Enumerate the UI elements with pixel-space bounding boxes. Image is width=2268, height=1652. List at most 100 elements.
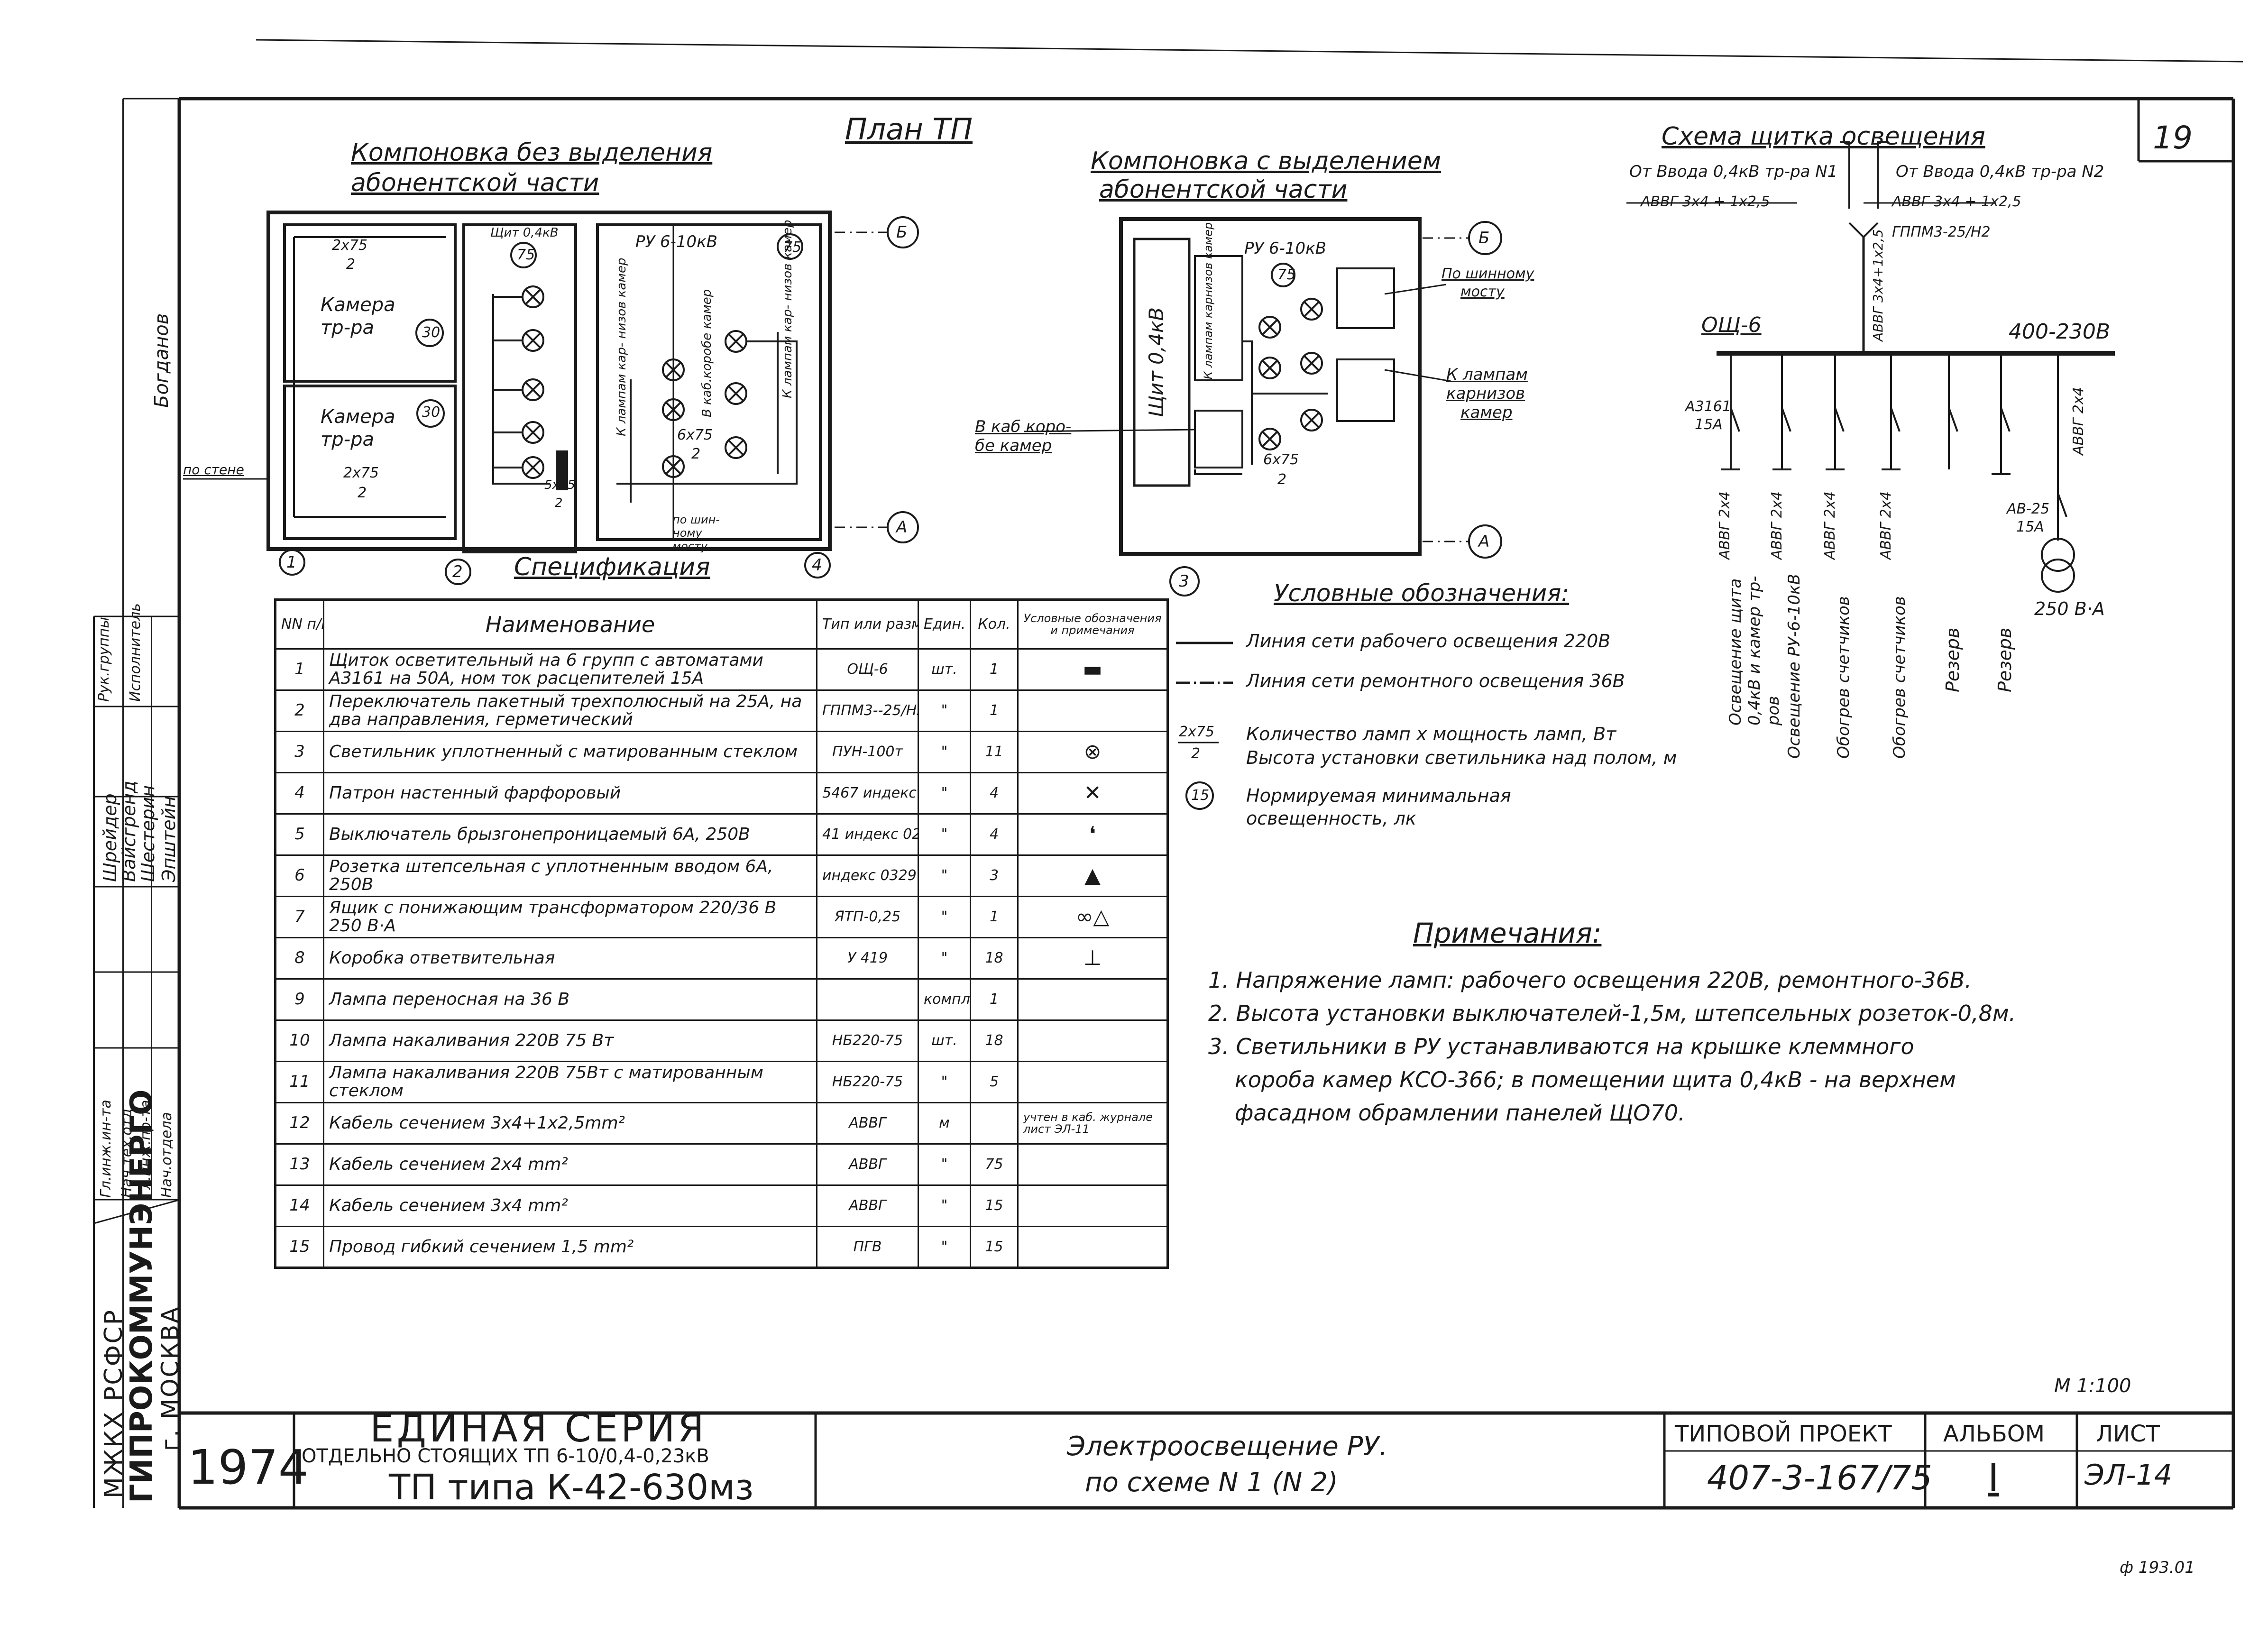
layout1-axis-a: А	[896, 518, 908, 537]
org-ministry: МЖКХ РСФСР	[100, 1308, 128, 1498]
layout2-lamps-3: камер	[1460, 403, 1513, 422]
album-label: АЛЬБОМ	[1943, 1421, 2045, 1447]
spec-cell-qty: 15	[970, 1184, 1019, 1227]
layout1-cell1-line2: тр-ра	[321, 317, 375, 339]
spec-cell-unit: м	[918, 1102, 971, 1145]
spec-cell-qty: 1	[970, 896, 1019, 938]
axis-4: 4	[812, 556, 822, 575]
spec-cell-number: 3	[275, 731, 324, 773]
spec-cell-name: Щиток осветительный на 6 групп с автомат…	[323, 648, 817, 691]
layout2-title: Компоновка с выделением	[1091, 147, 1442, 175]
layout2-axis-a: А	[1478, 532, 1490, 551]
spec-cell-type: АВВГ	[816, 1143, 919, 1186]
spec-cell-symbol: ✕	[1017, 772, 1168, 815]
spec-cell-symbol	[1017, 1184, 1168, 1227]
scheme-feed2: От Ввода 0,4кВ тр-ра N2	[1896, 162, 2104, 181]
spec-cell-type: НБ220-75	[816, 1019, 919, 1062]
scheme-breaker-rating: 15А	[1695, 416, 1723, 433]
spec-cell-qty: 4	[970, 813, 1019, 856]
layout1-cell2-line1: Камера	[321, 406, 395, 428]
layout1-text-lamps-cornices2: К лампам кар- низов камер	[780, 220, 795, 398]
spec-cell-number: 14	[275, 1184, 324, 1227]
drawing-subtitle: по схеме N 1 (N 2)	[1085, 1467, 1338, 1498]
spec-header-unit: Един. изм.	[918, 599, 971, 650]
axis-2: 2	[452, 562, 463, 581]
drawing-title: Электроосвещение РУ.	[1067, 1431, 1388, 1462]
scheme-last-breaker: АВ-25	[2007, 501, 2050, 517]
spec-cell-unit: "	[918, 896, 971, 938]
scale: М 1:100	[2054, 1375, 2131, 1397]
spec-cell-type: 5467 индекс 0122	[816, 772, 919, 815]
layout1-lamp-mid-a: 6x75	[677, 427, 713, 443]
layout2-plan	[1024, 217, 1502, 597]
scheme-branch-name-6: Резерв	[1994, 627, 2015, 692]
spec-cell-name: Переключатель пакетный трехполюсный на 2…	[323, 689, 817, 732]
layout2-axis-b: Б	[1478, 229, 1490, 248]
spec-cell-type: 41 индекс 0261	[816, 813, 919, 856]
layout1-cell2-line2: тр-ра	[321, 429, 375, 450]
layout2-busway-1: По шинному	[1442, 266, 1534, 282]
spec-title: Спецификация	[514, 553, 710, 581]
spec-cell-name: Лампа накаливания 220В 75 Вт	[323, 1019, 817, 1062]
spec-cell-name: Светильник уплотненный с матированным ст…	[323, 731, 817, 773]
spec-cell-symbol: ▬	[1017, 648, 1168, 691]
legend-line2: Линия сети ремонтного освещения 36В	[1246, 670, 1625, 691]
layout1-lamp-mid-b: 2	[691, 446, 701, 462]
spec-cell-qty: 18	[970, 1019, 1019, 1062]
stamp-name-4: Эпштейн	[158, 796, 179, 882]
layout2-lamp-a: 6x75	[1263, 451, 1299, 468]
scheme-branch-name-5: Резерв	[1942, 627, 1963, 692]
spec-cell-type: АВВГ	[816, 1184, 919, 1227]
spec-cell-symbol	[1017, 1019, 1168, 1062]
stamp-name-3: Шестерин	[138, 785, 158, 882]
scheme-branch-cable-2: АВВГ 2x4	[1769, 491, 1785, 560]
spec-cell-number: 1	[275, 648, 324, 691]
layout2-cable-2: бе камер	[975, 436, 1052, 455]
layout2-text-vertical: К лампам карнизов камер	[1202, 222, 1215, 379]
layout1-plan	[183, 211, 919, 585]
spec-cell-unit: шт.	[918, 1019, 971, 1062]
spec-cell-symbol	[1017, 1143, 1168, 1186]
stamp-role2-1: Рук.группы	[96, 617, 112, 702]
layout2-ru-label: РУ 6-10кВ	[1244, 239, 1327, 258]
spec-cell-type: ГППМ3--25/Н2	[816, 689, 919, 732]
spec-cell-number: 10	[275, 1019, 324, 1062]
legend-title: Условные обозначения:	[1274, 579, 1570, 607]
stamp-role-1: Гл.инж.ин-та	[98, 1100, 114, 1198]
legend-lamp-code-b: 2	[1191, 745, 1201, 762]
scheme-riser-cable: АВВГ 3x4+1x2,5	[1870, 229, 1886, 341]
spec-cell-qty: 1	[970, 648, 1019, 691]
scheme-switch: ГППМ3-25/Н2	[1892, 224, 1991, 240]
spec-cell-number: 8	[275, 937, 324, 980]
layout1-ru-label: РУ 6-10кВ	[635, 232, 718, 251]
spec-cell-name: Ящик с понижающим трансформатором 220/36…	[323, 896, 817, 938]
album-value: I	[1988, 1456, 1999, 1500]
spec-cell-unit: "	[918, 1061, 971, 1103]
spec-cell-qty: 4	[970, 772, 1019, 815]
spec-cell-symbol: ⊥	[1017, 937, 1168, 980]
layout2-lamp-b: 2	[1277, 471, 1287, 488]
scheme-branch-name-2: Освещение РУ-6-10кВ	[1785, 574, 1804, 759]
spec-cell-symbol	[1017, 1226, 1168, 1268]
spec-cell-qty: 75	[970, 1143, 1019, 1186]
spec-cell-number: 7	[275, 896, 324, 938]
stamp-role-4: Нач.отдела	[158, 1112, 175, 1198]
spec-cell-unit: "	[918, 1143, 971, 1186]
layout1-panel-lux: 75	[517, 247, 535, 263]
spec-cell-type: АВВГ	[816, 1102, 919, 1145]
spec-cell-type: НБ220-75	[816, 1061, 919, 1103]
spec-header-notes: Условные обозначения и примечания	[1017, 599, 1168, 650]
spec-cell-unit: "	[918, 689, 971, 732]
stamp-role2-2: Исполнитель	[127, 603, 144, 702]
spec-header-name: Наименование	[323, 599, 817, 650]
legend-lux-code: 15	[1191, 787, 1210, 804]
scheme-branch-name-4: Обогрев счетчиков	[1890, 596, 1909, 759]
layout1-text-lamps-cornices: К лампам кар- низов камер	[615, 257, 629, 436]
note-3c: фасадном обрамлении панелей ЩО70.	[1235, 1100, 1685, 1126]
